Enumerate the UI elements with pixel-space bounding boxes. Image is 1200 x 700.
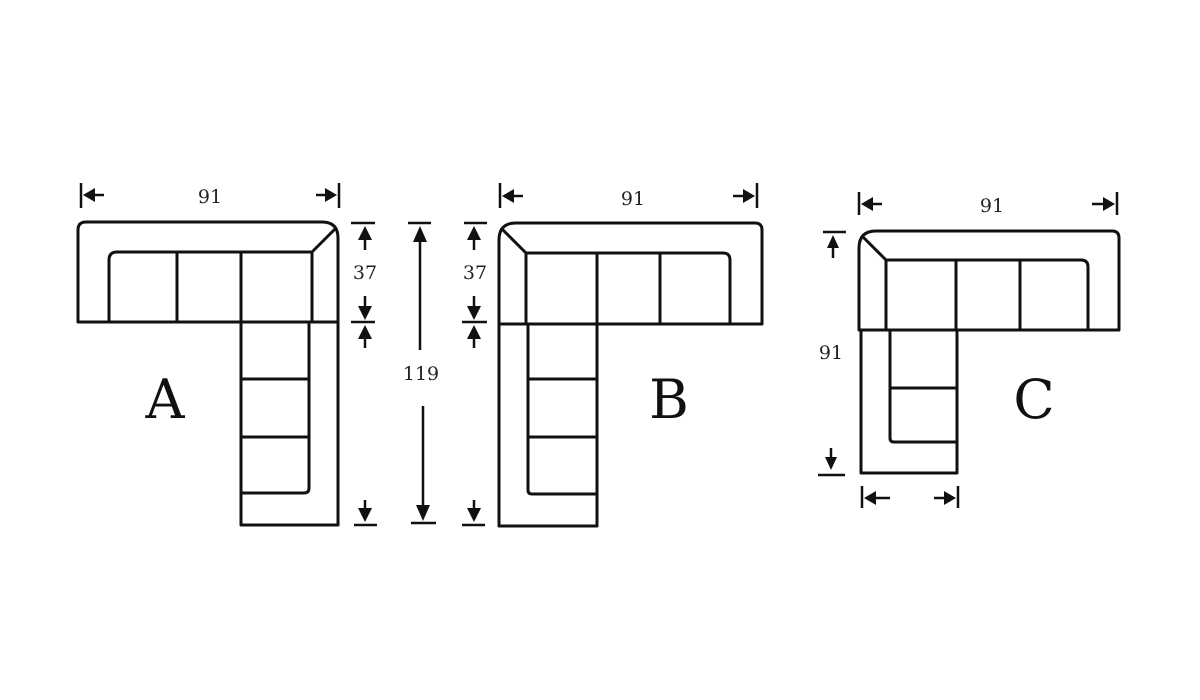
arrow-right-icon — [944, 491, 956, 505]
arrow-down-icon — [467, 508, 481, 522]
chaise-width-dimension-c — [860, 486, 960, 508]
sofa-shape-c — [857, 229, 1121, 475]
configuration-c: 91 C 91 — [818, 192, 1121, 508]
sofa-shape-b — [497, 221, 764, 528]
config-label-b: B — [649, 368, 689, 431]
arrow-down-icon — [358, 306, 372, 320]
depth-label-c: 91 — [819, 342, 843, 364]
arrow-up-icon — [467, 325, 481, 339]
arrow-left-icon — [861, 197, 873, 211]
width-label-c: 91 — [980, 195, 1004, 217]
back-depth-label-a: 37 — [353, 262, 377, 284]
width-label-b: 91 — [621, 188, 645, 210]
arrow-down-icon — [358, 508, 372, 522]
arrow-left-icon — [864, 491, 876, 505]
back-depth-dimension-a: 37 — [351, 221, 377, 527]
width-dimension-a: 91 — [79, 183, 341, 208]
total-depth-dimension: 119 — [403, 221, 439, 525]
arrow-down-icon — [467, 306, 481, 320]
config-label-c: C — [1013, 368, 1054, 431]
total-depth-label: 119 — [403, 363, 439, 385]
back-depth-dimension-b: 37 — [462, 221, 487, 527]
configuration-b: 37 91 — [462, 183, 764, 528]
arrow-down-icon — [416, 505, 430, 521]
width-dimension-c: 91 — [857, 192, 1119, 217]
depth-dimension-c: 91 — [818, 230, 846, 477]
arrow-right-icon — [1103, 197, 1115, 211]
arrow-left-icon — [83, 188, 95, 202]
arrow-up-icon — [358, 325, 372, 339]
configuration-a: 91 A 37 — [76, 183, 439, 527]
arrow-left-icon — [502, 189, 514, 203]
arrow-up-icon — [413, 226, 427, 242]
arrow-up-icon — [358, 226, 372, 240]
config-label-a: A — [145, 368, 186, 431]
sofa-shape-a — [76, 220, 340, 527]
arrow-up-icon — [467, 226, 481, 240]
width-label-a: 91 — [198, 186, 222, 208]
arrow-up-icon — [827, 235, 839, 248]
width-dimension-b: 91 — [498, 183, 759, 210]
arrow-right-icon — [325, 188, 337, 202]
arrow-right-icon — [743, 189, 755, 203]
back-depth-label-b: 37 — [463, 262, 487, 284]
arrow-down-icon — [825, 457, 837, 470]
